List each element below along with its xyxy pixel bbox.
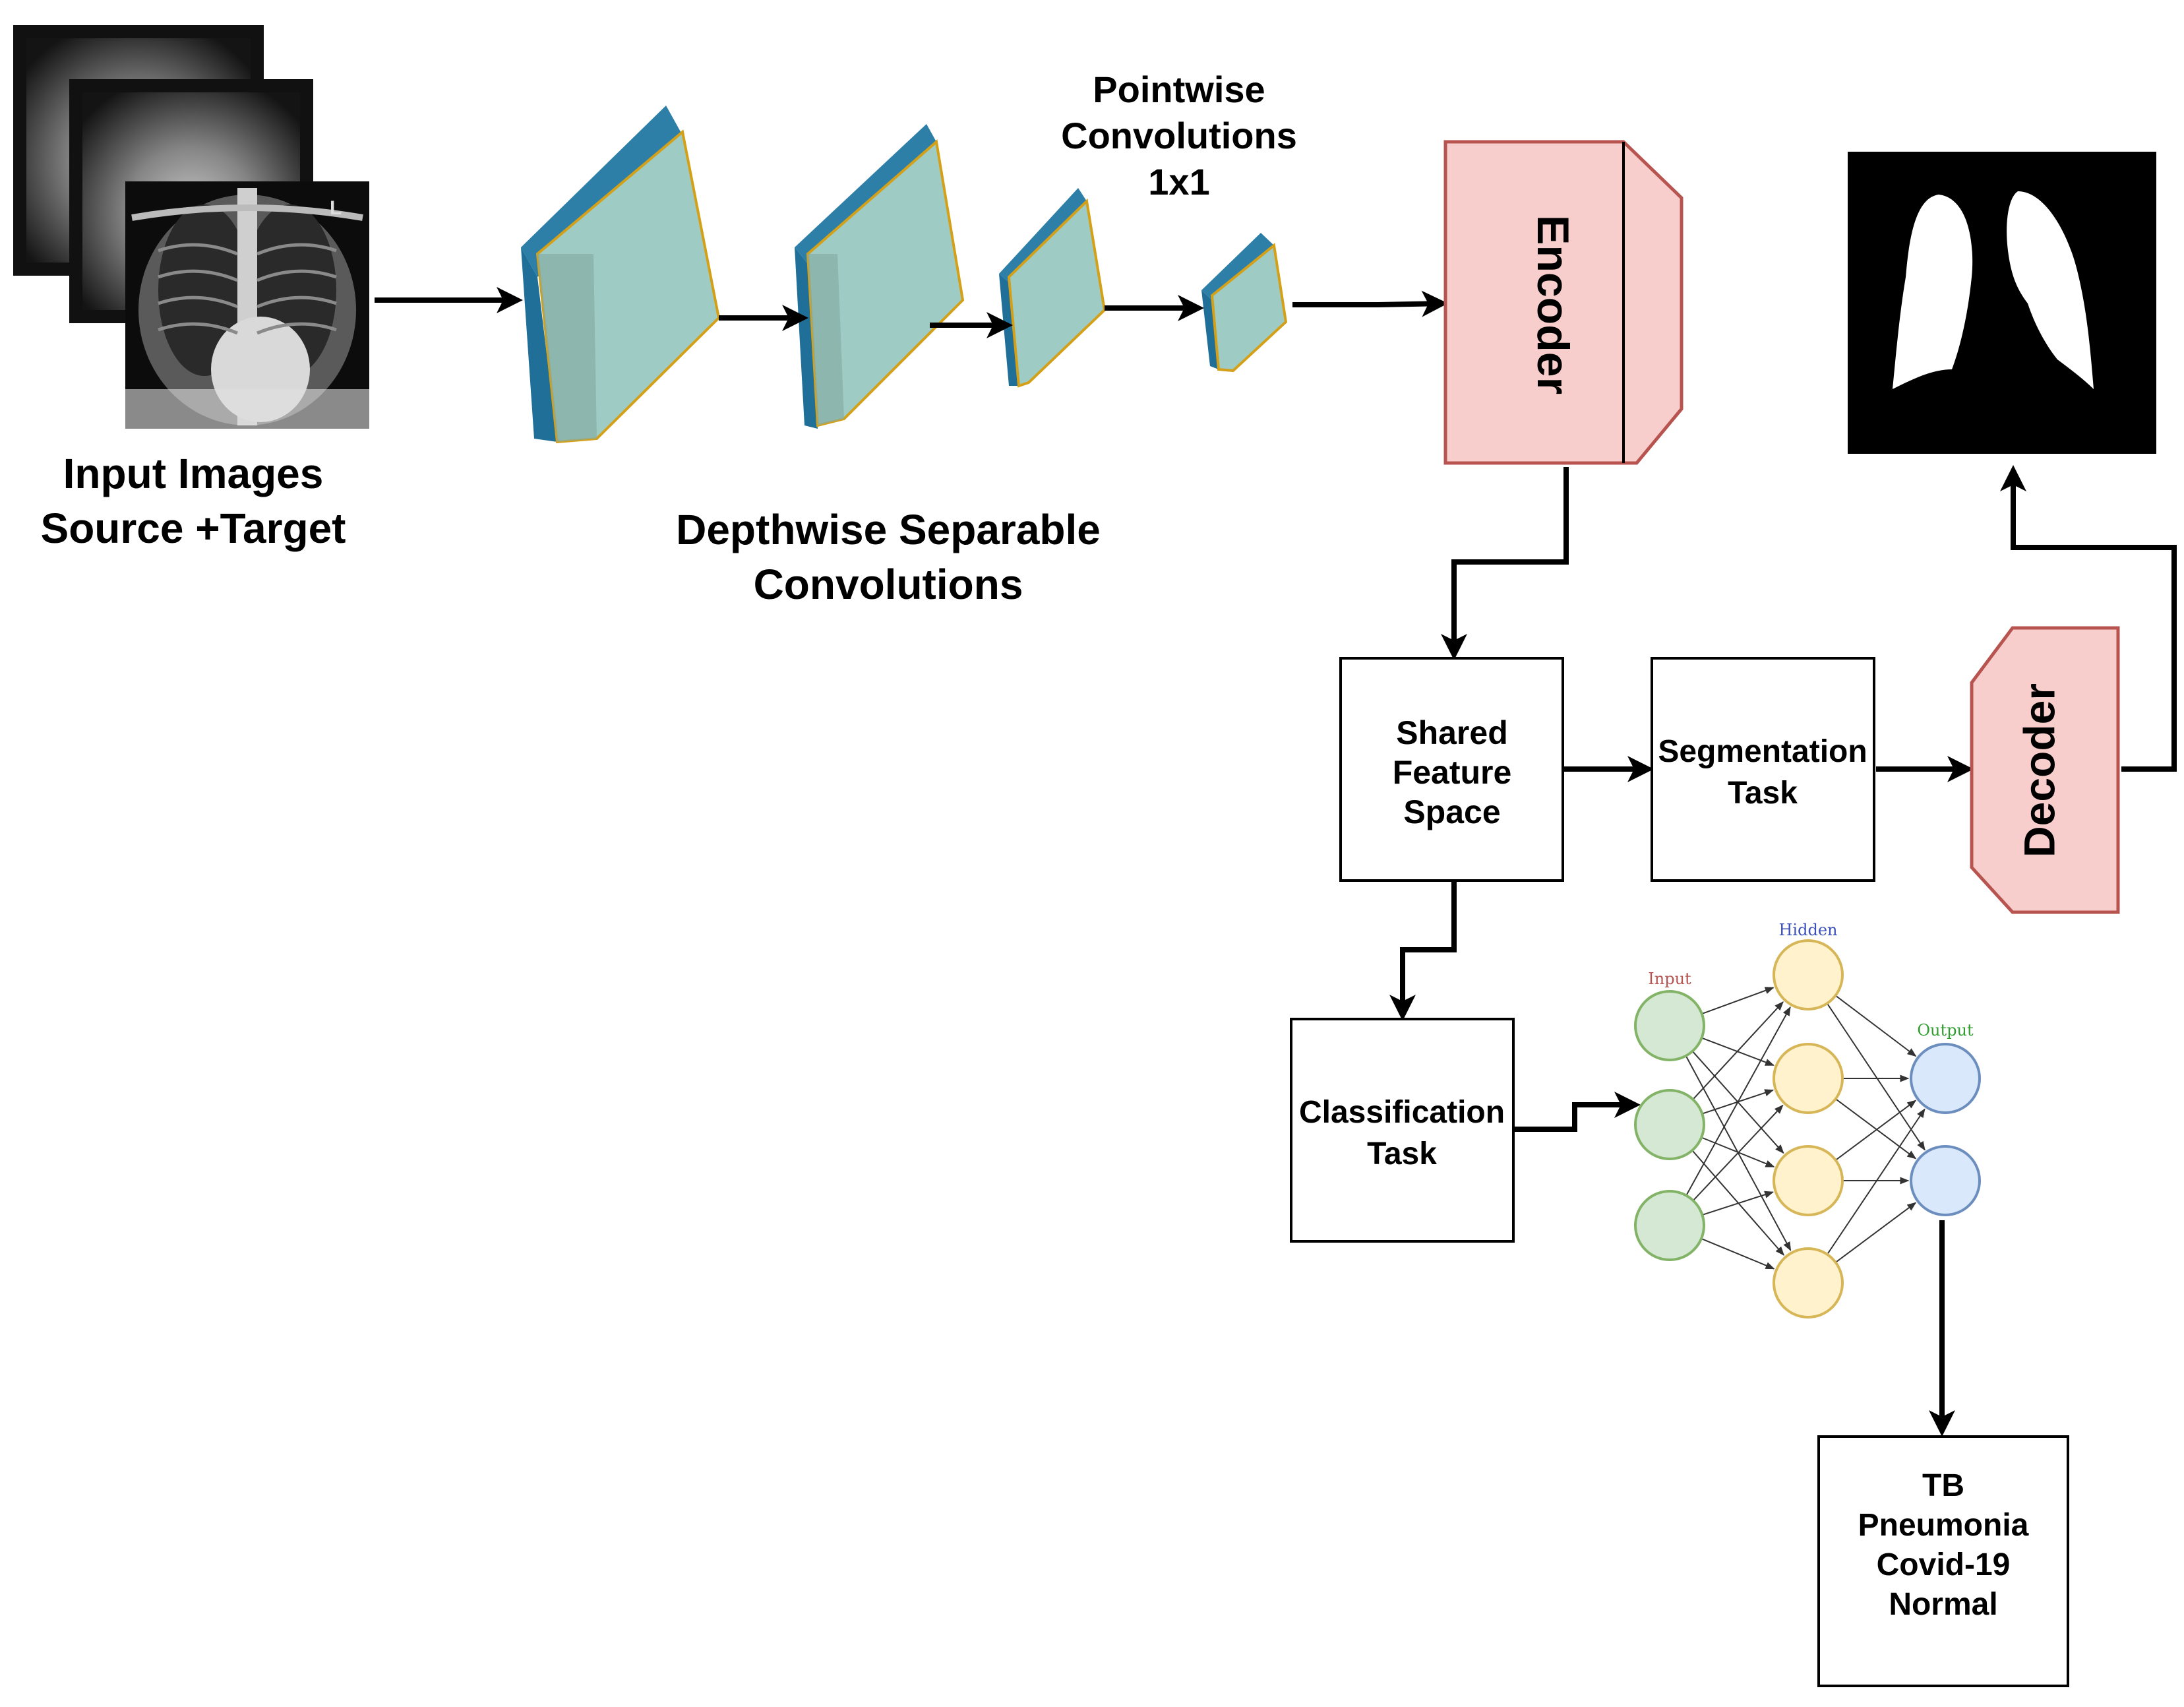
network-edge-input2-hidden1: [1692, 1104, 1784, 1201]
network-nodes: [1634, 939, 1981, 1319]
top-row-arrows: [375, 287, 1448, 338]
class-covid19: Covid-19: [1877, 1547, 2011, 1582]
network-input-node-2: [1634, 1089, 1705, 1160]
left-lung-shape: [1893, 195, 1973, 389]
pointwise-block-1: [999, 188, 1107, 388]
network-output-node-2: [1910, 1145, 1981, 1216]
segmentation-mask-output: [1848, 152, 2156, 454]
network-edge-input1-hidden0: [1692, 1001, 1784, 1100]
network-edge-input0-hidden0: [1701, 987, 1774, 1015]
network-hidden-node-1: [1773, 939, 1844, 1010]
input-source-target-label: Source +Target: [41, 505, 346, 552]
classification-line2: Task: [1367, 1136, 1437, 1171]
class-pneumonia: Pneumonia: [1858, 1508, 2029, 1543]
network-edge-hidden1-output1: [1835, 1098, 1917, 1160]
depthwise-label-line1: Depthwise Separable: [676, 506, 1101, 553]
network-input-node-1: [1634, 990, 1705, 1061]
class-normal: Normal: [1889, 1587, 1997, 1622]
output-classes-box: TB Pneumonia Covid-19 Normal: [1817, 1435, 2069, 1687]
right-lung-shape: [2007, 191, 2094, 389]
network-input-label: Input: [1648, 970, 1691, 988]
input-images-stack: L Input Images Source +Target: [13, 25, 369, 552]
class-tb: TB: [1922, 1468, 1964, 1503]
pointwise-block-2: [1201, 233, 1288, 373]
depthwise-block-2: [795, 124, 965, 429]
flow-connectors: [1389, 465, 2177, 1437]
arrow-encoder-to-shared: [1441, 467, 1569, 660]
shared-line1: Shared: [1396, 714, 1508, 751]
network-edge-hidden0-output0: [1835, 995, 1917, 1057]
encoder-block: Encoder: [1443, 140, 1684, 465]
arrow-pw2-to-encoder: [1292, 290, 1448, 317]
xray-image-3: L: [125, 181, 369, 429]
shared-line2: Feature: [1393, 754, 1512, 791]
network-hidden-node-2: [1773, 1043, 1844, 1114]
network-edge-hidden3-output0: [1827, 1108, 1926, 1255]
shared-line3: Space: [1403, 793, 1500, 830]
classification-task-box: Classification Task: [1290, 1018, 1515, 1243]
pointwise-label-line3: 1x1: [1148, 161, 1209, 202]
network-edges: [1685, 987, 1926, 1270]
network-edge-input2-hidden3: [1701, 1237, 1775, 1270]
network-hidden-node-3: [1773, 1145, 1844, 1216]
network-edge-hidden3-output1: [1835, 1202, 1917, 1263]
input-images-label: Input Images: [63, 450, 324, 497]
decoder-block: Decoder: [1970, 626, 2120, 914]
network-edge-hidden0-output1: [1827, 1003, 1926, 1151]
decoder-label: Decoder: [2015, 683, 2063, 857]
network-edge-input2-hidden2: [1702, 1191, 1774, 1216]
pointwise-label-line1: Pointwise: [1093, 69, 1265, 110]
depthwise-label-line2: Convolutions: [754, 561, 1023, 608]
arrow-shared-to-classification: [1389, 882, 1457, 1021]
network-output-label: Output: [1917, 1021, 1974, 1040]
arrow-decoder-to-mask: [2000, 465, 2177, 772]
network-edge-hidden2-output0: [1835, 1100, 1917, 1161]
network-hidden-node-4: [1773, 1247, 1844, 1319]
encoder-label: Encoder: [1528, 215, 1578, 394]
pointwise-label-line2: Convolutions: [1061, 115, 1297, 156]
segmentation-line2: Task: [1728, 776, 1798, 811]
segmentation-line1: Segmentation: [1658, 734, 1867, 769]
network-input-node-3: [1634, 1190, 1705, 1261]
arrow-classification-to-network: [1511, 1092, 1641, 1132]
network-output-node-1: [1910, 1043, 1981, 1114]
network-edge-input1-hidden2: [1701, 1136, 1775, 1167]
classification-line1: Classification: [1299, 1095, 1505, 1130]
shared-feature-space-box: Shared Feature Space: [1339, 657, 1564, 882]
segmentation-task-box: Segmentation Task: [1651, 657, 1875, 882]
network-hidden-label: Hidden: [1779, 921, 1838, 939]
network-edge-input2-hidden0: [1685, 1006, 1791, 1196]
xray-marker: L: [330, 197, 342, 219]
depthwise-block-1: [521, 106, 721, 444]
